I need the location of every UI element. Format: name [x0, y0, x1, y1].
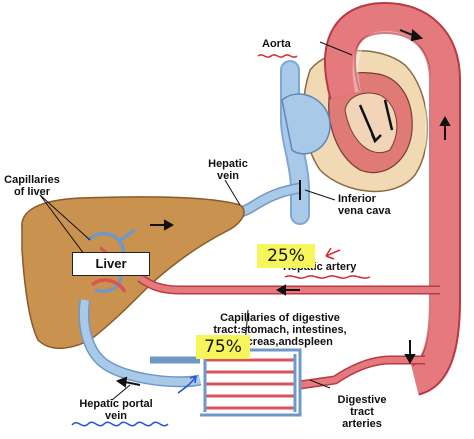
label-hepatic-portal-vein: Hepatic portal vein [79, 398, 153, 422]
aorta-lumen [352, 30, 431, 369]
label-capillaries-of-liver: Capillaries of liver [4, 174, 60, 198]
portal-vein-squiggle [71, 421, 169, 427]
heart-flow-arrow [358, 104, 382, 144]
label-inferior-vena-cava: Inferior vena cava [338, 193, 391, 217]
digestive-tract-artery-fill [299, 357, 425, 388]
hepatic-artery-squiggle [284, 275, 371, 279]
label-hepatic-vein: Hepatic vein [208, 158, 248, 182]
flow-arrows [115, 28, 451, 388]
label-capillaries-of-digestive-tract: Capillaries of digestive tract:stomach, … [213, 312, 347, 348]
annotation-arrow-red [325, 247, 341, 260]
right-atrium [281, 93, 331, 155]
hepatic-artery-fill [138, 275, 440, 293]
annotation-arrow-blue [177, 375, 197, 394]
hepatic-artery-percentage: 25% [257, 244, 315, 268]
heart-ventricle [344, 92, 398, 154]
hepatic-portal-vein-fill [79, 299, 201, 386]
digestive-capillary-bed [200, 348, 302, 417]
aorta-squiggle [257, 54, 298, 58]
aorta-fill [326, 3, 459, 394]
liver-label-box: Liver [72, 252, 150, 276]
label-aorta: Aorta [262, 38, 291, 50]
heart-flow-arrow-2 [383, 99, 394, 131]
label-digestive-tract-arteries: Digestive tract arteries [337, 394, 387, 430]
portal-vein-percentage: 75% [196, 335, 250, 359]
